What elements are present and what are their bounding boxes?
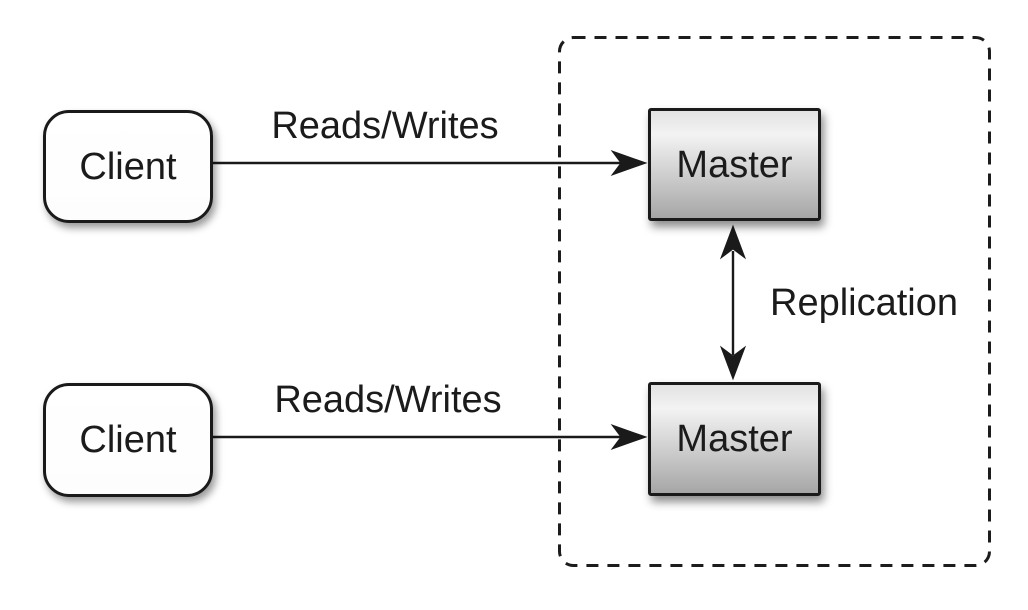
node-client-top: Client bbox=[43, 110, 213, 223]
node-master-top-label: Master bbox=[676, 143, 793, 186]
node-master-top: Master bbox=[648, 108, 821, 221]
node-master-bottom-label: Master bbox=[676, 418, 793, 460]
arrowhead-up-icon bbox=[719, 224, 747, 260]
replication-cluster-border bbox=[558, 36, 991, 567]
edge-label-replication: Replication bbox=[770, 282, 958, 324]
node-client-top-label: Client bbox=[79, 145, 177, 188]
node-client-bottom-label: Client bbox=[79, 419, 177, 461]
edge-label-reads-writes-bottom: Reads/Writes bbox=[274, 379, 502, 421]
node-client-bottom: Client bbox=[43, 383, 213, 497]
arrowhead-down-icon bbox=[719, 345, 747, 381]
edge-label-reads-writes-top: Reads/Writes bbox=[271, 105, 499, 147]
arrowhead-right-bottom-icon bbox=[610, 423, 648, 451]
node-master-bottom: Master bbox=[648, 382, 821, 496]
arrowhead-right-top-icon bbox=[610, 149, 648, 177]
